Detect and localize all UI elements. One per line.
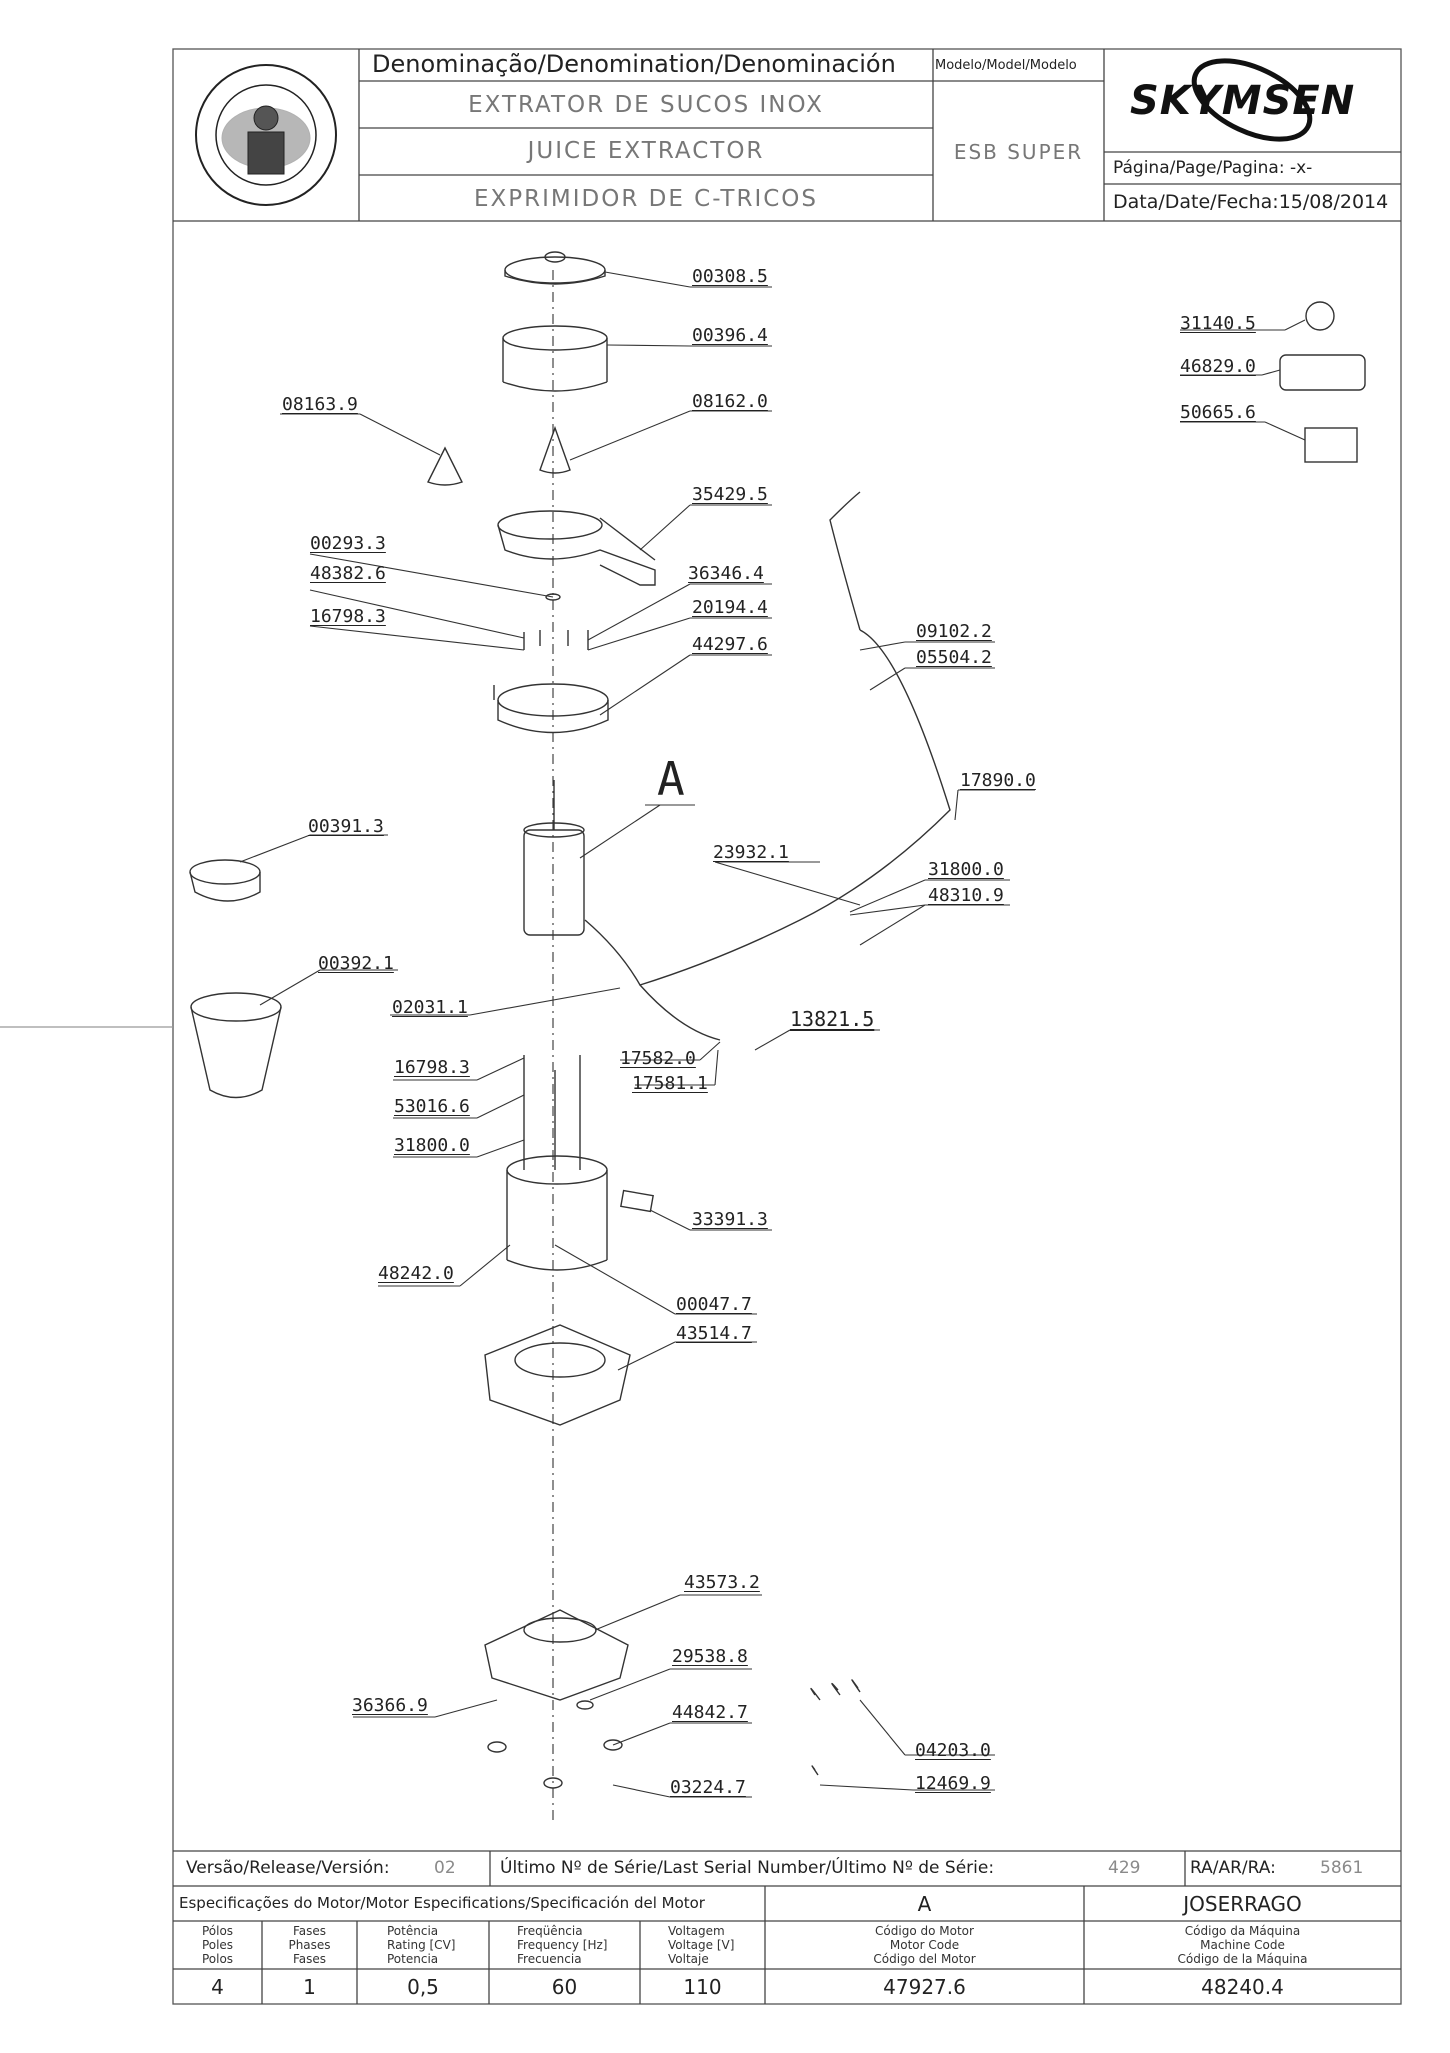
part-label: 00047.7 [676, 1294, 752, 1315]
part-label: 43514.7 [676, 1323, 752, 1344]
part-label: 00308.5 [692, 266, 768, 287]
part-label: 44297.6 [692, 634, 768, 655]
phases-value: 1 [303, 1975, 316, 1999]
date-label: Data/Date/Fecha:15/08/2014 [1113, 191, 1389, 213]
denomination-label: Denominação/Denomination/Denominación [372, 50, 896, 78]
poles-value: 4 [211, 1975, 224, 1999]
part-label: 31800.0 [928, 859, 1004, 880]
date-value: 15/08/2014 [1278, 191, 1389, 213]
part-label: 04203.0 [915, 1740, 991, 1761]
part-label: 29538.8 [672, 1646, 748, 1667]
part-label: 12469.9 [915, 1773, 991, 1794]
part-label: 48242.0 [378, 1263, 454, 1284]
part-label: 31800.0 [394, 1135, 470, 1156]
part-label: 36366.9 [352, 1695, 428, 1716]
part-label: 00392.1 [318, 953, 394, 974]
seal-logo [195, 64, 337, 206]
part-label: 16798.3 [394, 1057, 470, 1078]
release-value: 02 [434, 1858, 456, 1878]
page-label: Página/Page/Pagina: -x- [1113, 158, 1313, 178]
part-label: 16798.3 [310, 606, 386, 627]
part-label: 48310.9 [928, 885, 1004, 906]
part-label: 17581.1 [632, 1073, 708, 1094]
part-label: 17582.0 [620, 1048, 696, 1069]
part-label: 31140.5 [1180, 313, 1256, 334]
part-label: 44842.7 [672, 1702, 748, 1723]
machine-code-value: 48240.4 [1201, 1975, 1284, 1999]
part-label: 43573.2 [684, 1572, 760, 1593]
part-label: 35429.5 [692, 484, 768, 505]
model-value: ESB SUPER [953, 140, 1084, 164]
part-label: 13821.5 [790, 1007, 875, 1031]
part-label: 50665.6 [1180, 402, 1256, 423]
serial-value: 429 [1108, 1858, 1141, 1878]
brand-logo: SKYMSEN [1130, 78, 1356, 124]
author: JOSERRAGO [1183, 1892, 1302, 1916]
part-label: 02031.1 [392, 997, 468, 1018]
part-label: 00396.4 [692, 325, 768, 346]
motor-code-letter: A [917, 1892, 932, 1916]
motor-spec-label: Especificações do Motor/Motor Especifica… [179, 1894, 705, 1912]
name-en: JUICE EXTRACTOR [527, 138, 765, 164]
part-label: 00293.3 [310, 533, 386, 554]
part-label: 05504.2 [916, 647, 992, 668]
name-pt: EXTRATOR DE SUCOS INOX [468, 92, 824, 118]
page-value: -x- [1289, 158, 1313, 178]
part-label: 23932.1 [713, 842, 789, 863]
part-label: 00391.3 [308, 816, 384, 837]
part-label: 09102.2 [916, 621, 992, 642]
release-label: Versão/Release/Versión: [186, 1858, 390, 1878]
part-label: 33391.3 [692, 1209, 768, 1230]
voltage-value: 110 [683, 1975, 722, 1999]
part-label: 36346.4 [688, 563, 764, 584]
part-label: 53016.6 [394, 1096, 470, 1117]
part-label-a: A [657, 752, 685, 806]
part-label: 48382.6 [310, 563, 386, 584]
part-label: 17890.0 [960, 770, 1036, 791]
part-label: 08162.0 [692, 391, 768, 412]
part-label: 03224.7 [670, 1777, 746, 1798]
frequency-value: 60 [551, 1975, 578, 1999]
part-label: 46829.0 [1180, 356, 1256, 377]
name-es: EXPRIMIDOR DE C-TRICOS [473, 186, 819, 212]
ra-label: RA/AR/RA: [1190, 1858, 1276, 1878]
motor-code-value: 47927.6 [883, 1975, 966, 1999]
serial-label: Último Nº de Série/Last Serial Number/Úl… [500, 1858, 995, 1878]
power-value: 0,5 [407, 1975, 439, 1999]
model-label: Modelo/Model/Modelo [935, 58, 1077, 73]
part-label: 20194.4 [692, 597, 768, 618]
part-label: 08163.9 [282, 394, 358, 415]
ra-value: 5861 [1320, 1858, 1364, 1878]
